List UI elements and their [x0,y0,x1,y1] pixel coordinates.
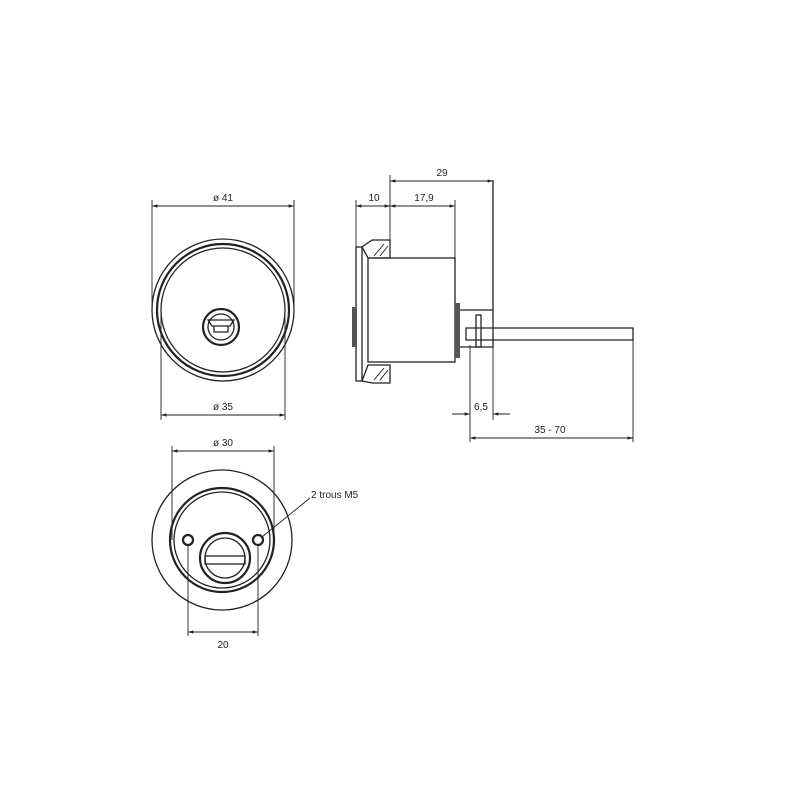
dim-tail-length: 35 - 70 [534,425,566,436]
dim-cam-offset: 6,5 [474,402,488,413]
keyway-icon [206,319,236,333]
back-view: ø 30 20 2 trous M5 [151,438,359,651]
dim-flange-depth: 10 [368,193,380,204]
dim-front-outer: ø 41 [213,193,233,204]
holes-note: 2 trous M5 [311,490,359,501]
dim-hole-spacing: 20 [217,640,229,651]
dim-front-inner: ø 35 [213,402,233,413]
dim-total-depth: 29 [436,168,448,179]
side-view: 29 10 17,9 6,5 35 - 70 [352,168,634,442]
front-view: ø 41 ø 35 [151,193,295,420]
dim-back-ring: ø 30 [213,438,233,449]
dim-body-depth: 17,9 [414,193,434,204]
